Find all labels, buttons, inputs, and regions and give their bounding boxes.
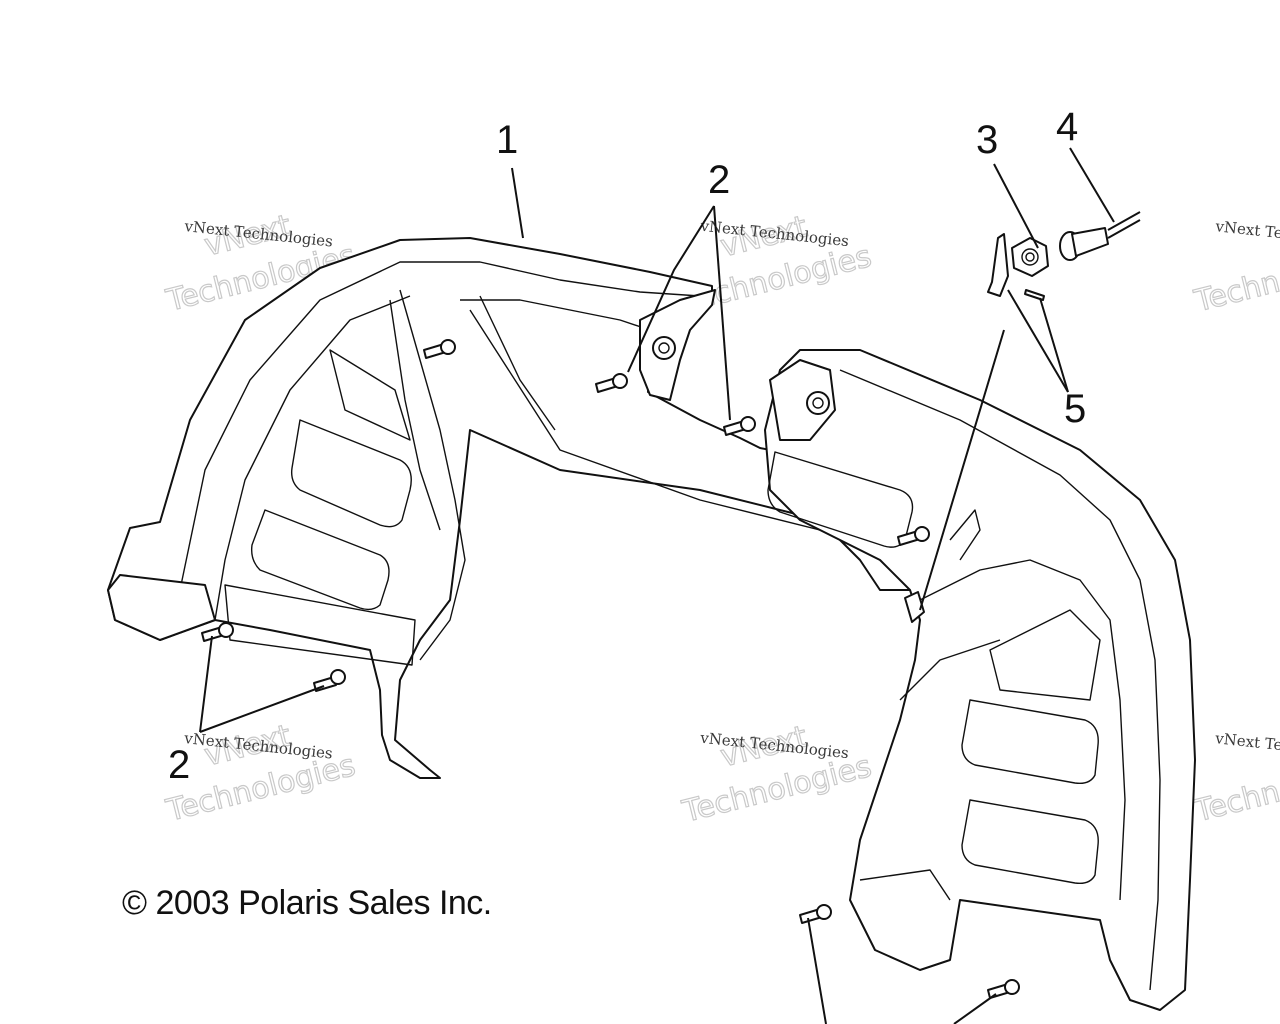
watermark-bottom-right: Technologies vNext Technologies	[1190, 729, 1280, 830]
bolt-icon	[723, 416, 756, 436]
bolt-icon	[423, 339, 456, 359]
rack-part-1	[107, 237, 1196, 1011]
rack-left-foot	[107, 574, 216, 641]
copyright-notice: © 2003 Polaris Sales Inc.	[122, 884, 492, 922]
rack-mount-left	[639, 289, 716, 401]
rack-right-slot-4	[989, 609, 1101, 701]
svg-text:Technologies: Technologies	[1190, 239, 1280, 320]
callout-4: 4	[1056, 105, 1078, 149]
watermark-bottom-left: Technologies vNext vNext Technologies	[162, 718, 360, 830]
rack-mount-right	[769, 359, 836, 441]
nut-icon	[1011, 237, 1049, 277]
rack-right-slot-1	[767, 451, 914, 548]
callout-2-left: 2	[168, 743, 190, 787]
rack-left-slot-1	[290, 419, 412, 528]
bolt-icon	[595, 373, 628, 393]
rack-right-slot-3	[961, 799, 1099, 885]
watermark-bottom-center: Technologies vNext vNext Technologies	[678, 719, 876, 831]
bolt-icon	[799, 904, 832, 924]
bolt-icon	[201, 622, 234, 642]
callout-1: 1	[496, 118, 518, 162]
callout-3: 3	[976, 118, 998, 162]
bolt-icon	[987, 979, 1020, 999]
rack-clip	[904, 591, 925, 623]
rack-left-side	[107, 237, 949, 779]
bolt-group	[201, 339, 1020, 999]
callout-2-top: 2	[708, 158, 730, 202]
svg-text:Technologies: Technologies	[1190, 749, 1280, 830]
svg-text:vNext Technologies: vNext Technologies	[1213, 729, 1280, 763]
svg-text:vNext Technologies: vNext Technologies	[1214, 217, 1280, 251]
hardware-group	[987, 211, 1141, 301]
rack-left-slot-2	[250, 509, 390, 611]
rack-left-slot-3	[329, 349, 411, 441]
grommet-icon	[1059, 211, 1141, 261]
watermark-top-right: Technologies vNext Technologies	[1190, 217, 1280, 320]
bolt-icon	[897, 526, 930, 546]
clip-icon	[987, 233, 1045, 301]
rack-right-slot-2	[961, 699, 1099, 785]
leader-lines	[199, 147, 1115, 1024]
callout-5: 5	[1064, 387, 1086, 431]
